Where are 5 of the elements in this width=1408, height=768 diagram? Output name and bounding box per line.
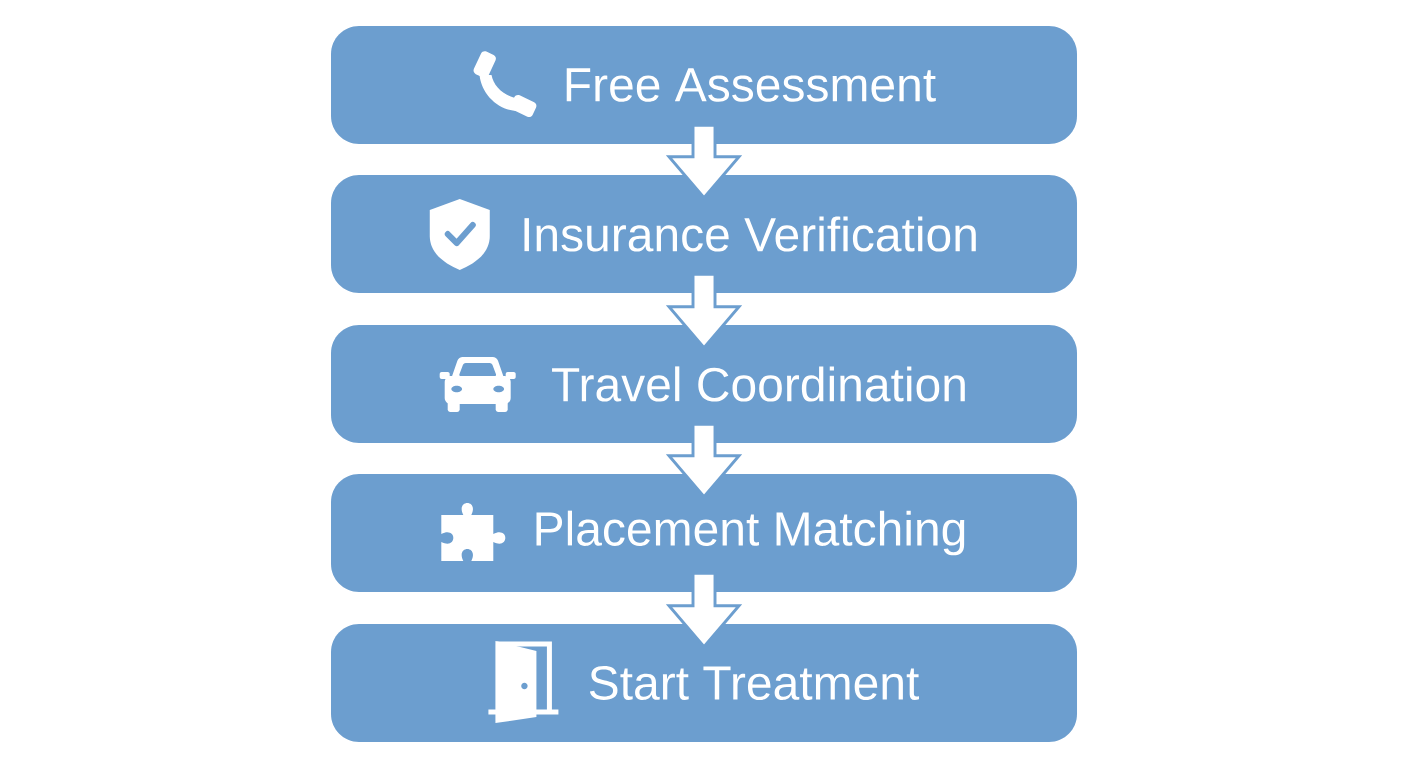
process-box: Travel Coordination	[331, 325, 1077, 443]
process-box: Placement Matching	[331, 474, 1077, 592]
process-box: Start Treatment	[331, 624, 1077, 742]
process-box: Free Assessment	[331, 26, 1077, 144]
process-box: Insurance Verification	[331, 175, 1077, 293]
